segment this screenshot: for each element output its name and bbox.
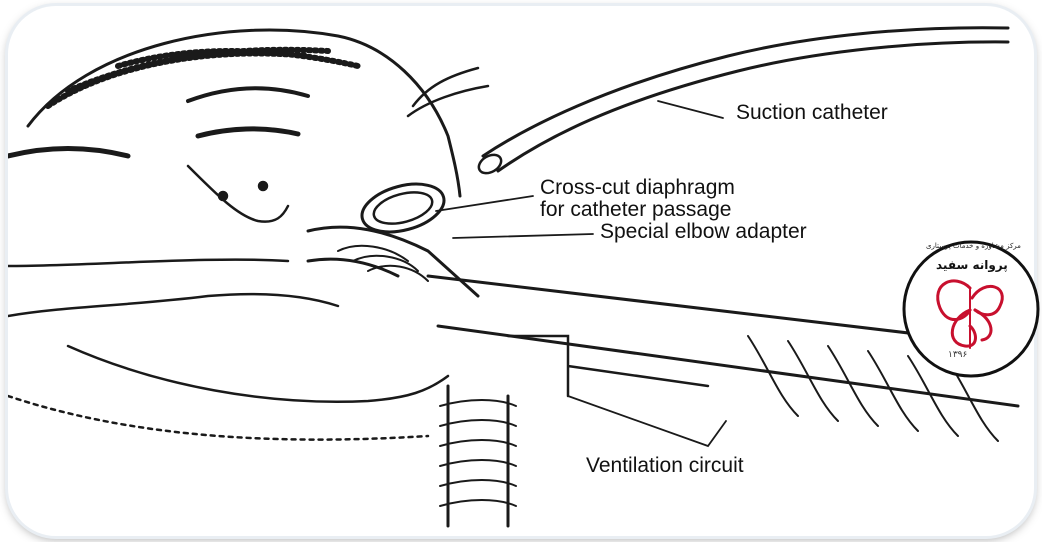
left-eye (8, 149, 128, 157)
eye (198, 129, 298, 136)
leader-suction-catheter (658, 101, 723, 118)
leader-elbow (453, 234, 593, 238)
catheter-tip (476, 151, 505, 177)
leader-ventilation (568, 396, 726, 446)
eyebrow (188, 88, 308, 101)
neck (8, 396, 428, 440)
logo-subtitle: مرکز مشاوره و خدمات پرستاری (926, 242, 1021, 250)
suction-catheter (483, 28, 1008, 156)
logo-year: ۱۳۹۶ (948, 350, 967, 360)
adapter-ridges (338, 246, 428, 281)
label-diaphragm-line1: Cross-cut diaphragm (540, 176, 735, 200)
label-diaphragm-line2: for catheter passage (540, 198, 731, 222)
logo-title: پروانه سفید (936, 258, 1008, 272)
y-connector (508, 336, 708, 396)
nose (188, 166, 288, 222)
tracheal-suction-illustration (8, 6, 1034, 536)
label-suction-catheter: Suction catheter (736, 101, 888, 125)
ventilation-tube-down-coil (440, 400, 516, 506)
jaw (68, 346, 448, 402)
ventilation-tube-down (448, 386, 508, 526)
image-frame: Suction catheter Cross-cut diaphragm for… (8, 6, 1034, 536)
face-outline (8, 260, 338, 316)
label-ventilation-circuit: Ventilation circuit (586, 454, 744, 478)
label-elbow-adapter: Special elbow adapter (600, 220, 807, 244)
leader-diaphragm (436, 196, 533, 211)
